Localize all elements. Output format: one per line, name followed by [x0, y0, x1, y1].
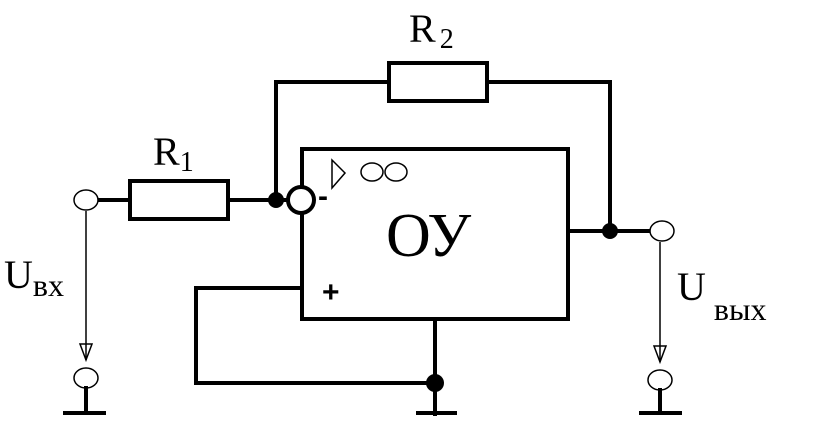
resistor-r1: [128, 179, 230, 221]
noninverting-input-sign: +: [322, 276, 340, 309]
feedback-wire-right: [484, 80, 612, 233]
inverting-input-sign: -: [318, 180, 328, 213]
input-voltage-arrow: [78, 211, 94, 363]
junction-dot-output: [602, 223, 618, 239]
output-ground-symbol: [639, 388, 682, 415]
noninverting-ground-wire: [194, 286, 437, 385]
input-ground-terminal: [73, 367, 99, 389]
input-voltage-label: Uвх: [4, 252, 64, 303]
inverting-input-circle: [286, 185, 316, 215]
output-terminal: [649, 220, 675, 242]
resistor-r2: [387, 61, 489, 103]
triangle-infinity-icon: [331, 158, 408, 191]
input-terminal: [73, 189, 99, 211]
opamp-body: [300, 147, 570, 321]
amplifier-triangle-icon: [331, 158, 347, 191]
output-ground-terminal: [647, 369, 673, 391]
junction-dot-ground: [426, 374, 444, 392]
opamp-label: ОУ: [386, 202, 471, 270]
infinity-left-loop: [360, 162, 384, 182]
output-voltage-arrow: [652, 242, 668, 365]
junction-dot-input: [268, 192, 284, 208]
r1-label: R1: [153, 129, 194, 178]
input-ground-symbol: [63, 386, 106, 415]
feedback-wire-left: [274, 80, 392, 202]
infinity-right-loop: [384, 162, 408, 182]
